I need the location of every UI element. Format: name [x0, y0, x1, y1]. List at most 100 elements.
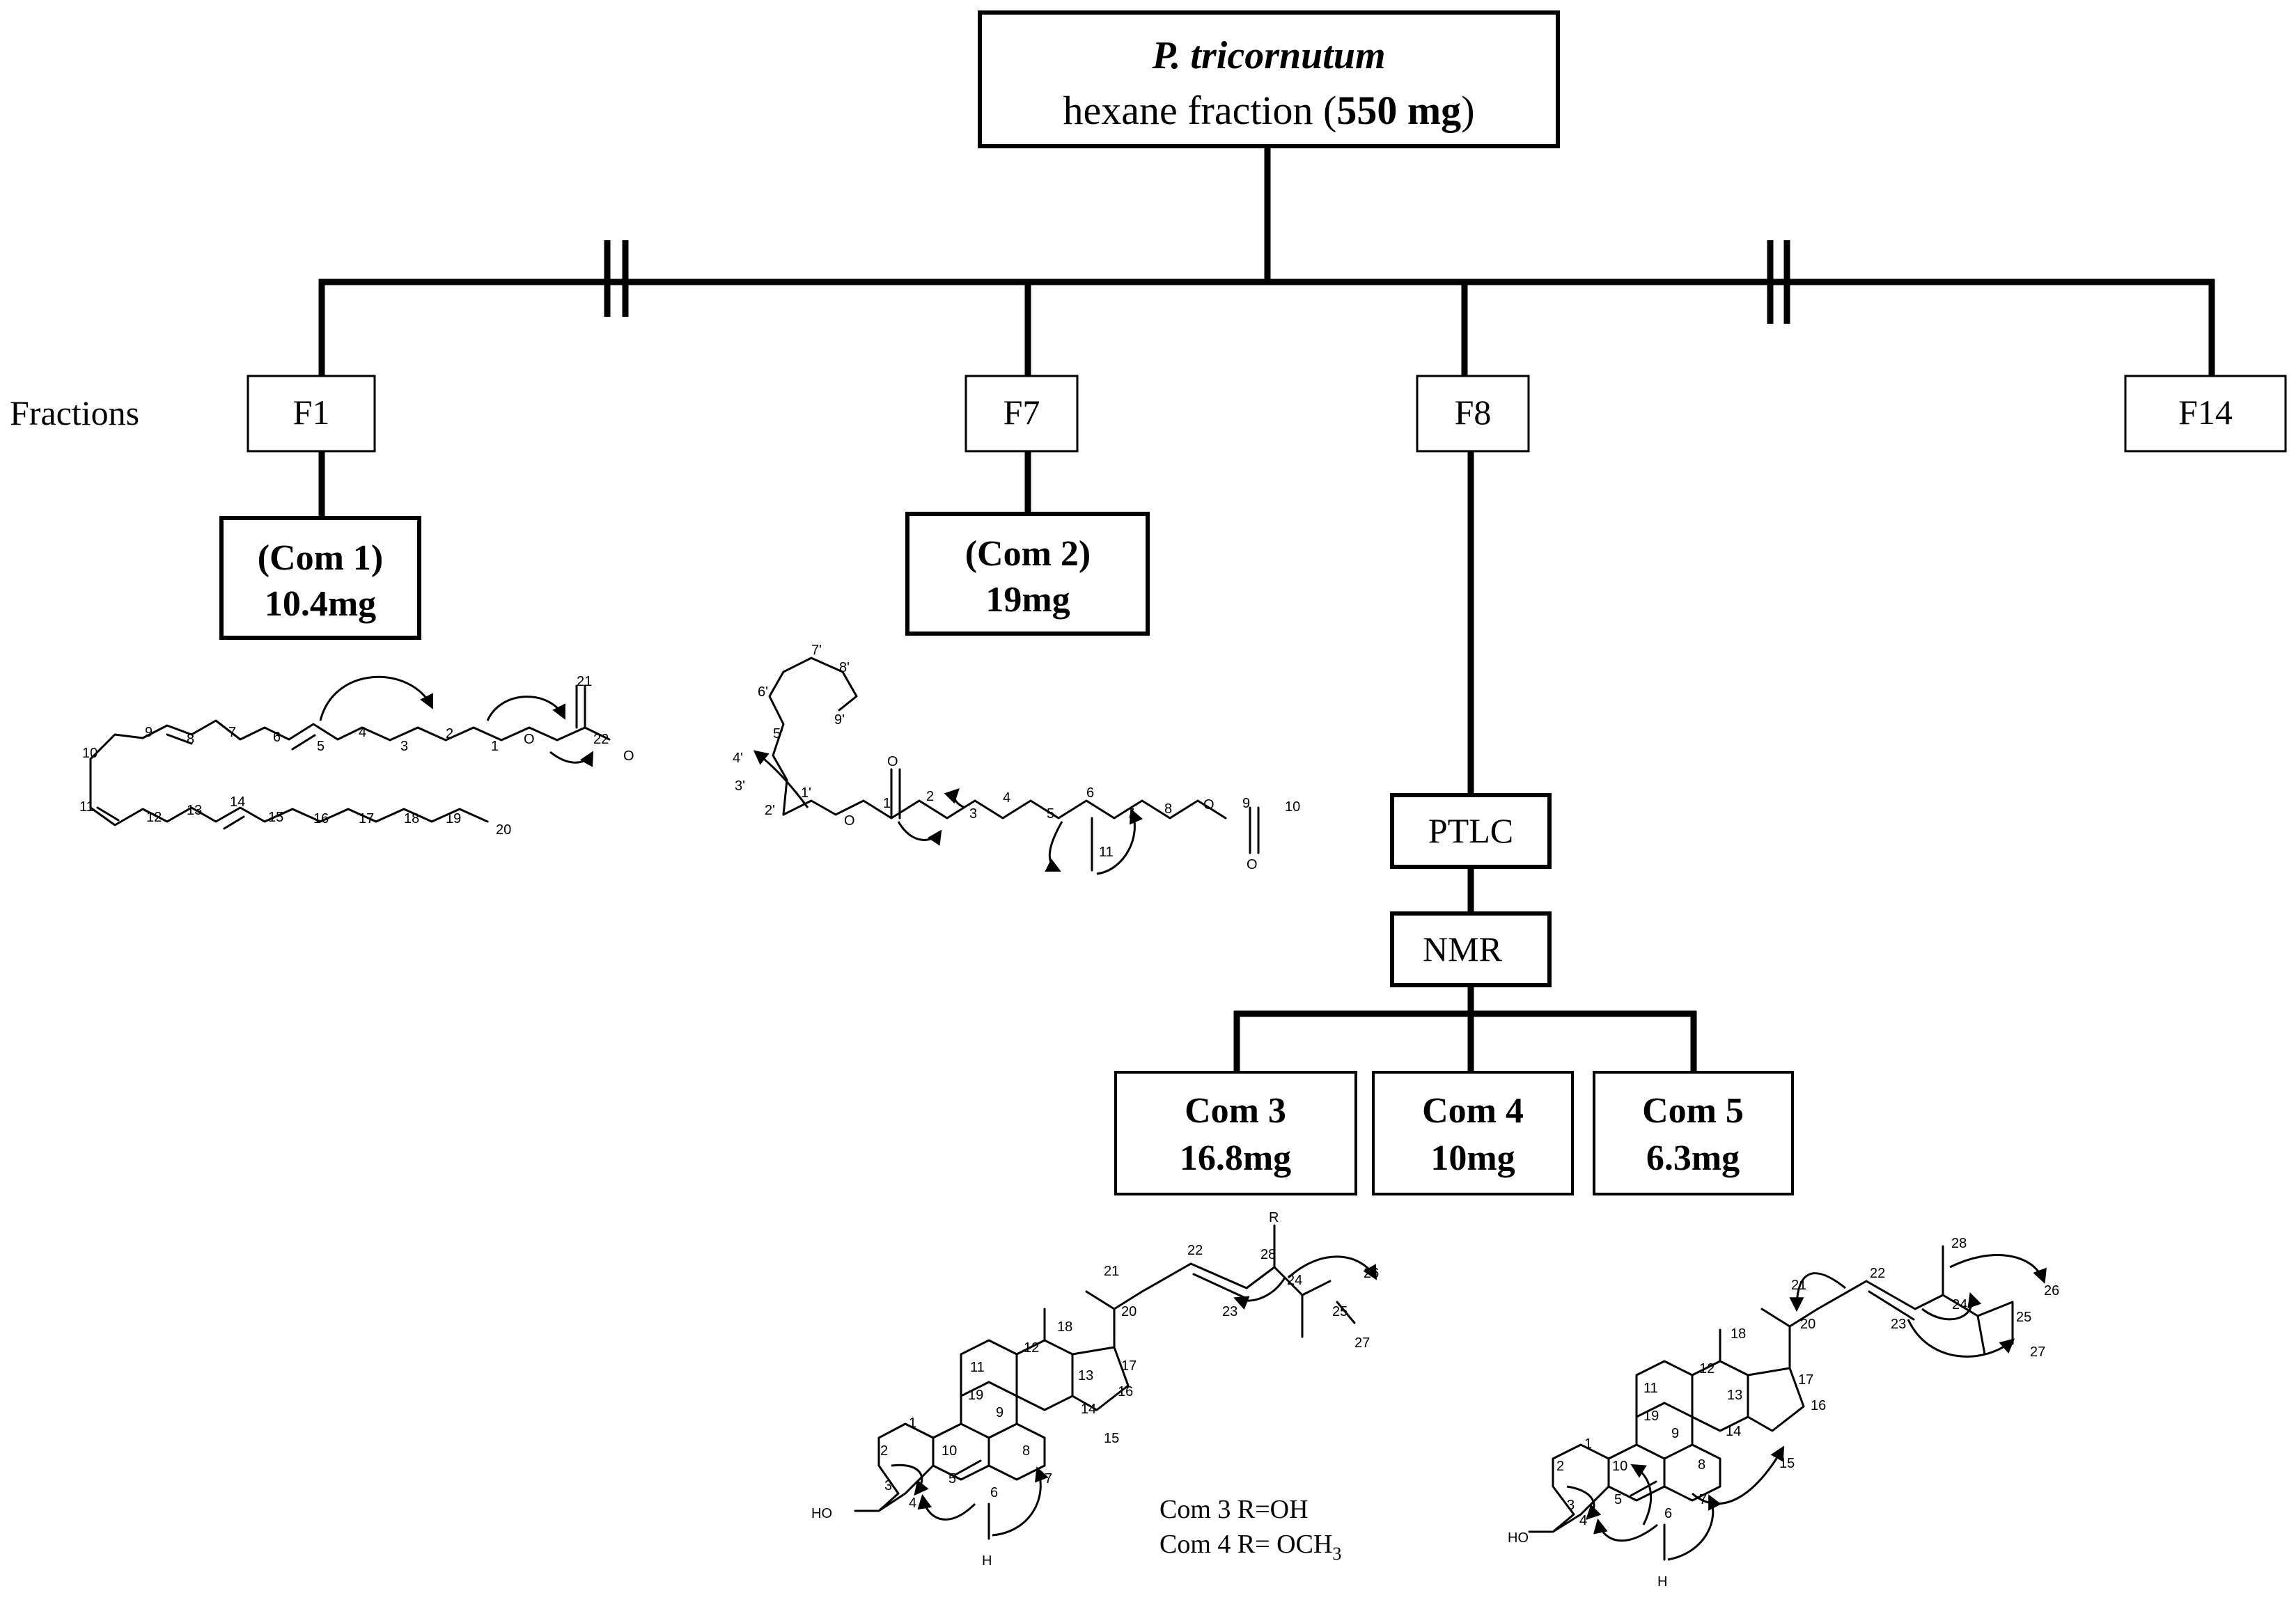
svg-text:(Com 2): (Com 2): [965, 534, 1091, 574]
svg-text:1: 1: [491, 739, 499, 754]
ptlc-step: PTLC: [1390, 793, 1552, 869]
compound-1-atom-labels: 10 9 8 7 6 5 4 3 2 1 O 21 22 O 11 12 13 …: [79, 674, 634, 838]
svg-text:O: O: [524, 732, 535, 747]
svg-text:7': 7': [811, 643, 822, 658]
species-name: P. tricornutum: [1151, 34, 1385, 77]
svg-text:NMR: NMR: [1423, 930, 1503, 968]
svg-text:2': 2': [765, 803, 775, 818]
svg-text:Com 5: Com 5: [1642, 1091, 1744, 1131]
svg-text:R: R: [1269, 1210, 1279, 1225]
svg-text:17: 17: [359, 811, 374, 826]
fraction-f8: F8: [1416, 375, 1530, 453]
svg-text:8': 8': [839, 660, 850, 675]
svg-text:F1: F1: [293, 393, 330, 432]
svg-text:4: 4: [359, 725, 366, 740]
svg-text:14: 14: [1726, 1424, 1741, 1439]
svg-text:6': 6': [758, 684, 768, 700]
compound-4-box: Com 4 10mg: [1372, 1071, 1574, 1195]
svg-text:10.4mg: 10.4mg: [265, 584, 376, 624]
svg-text:O: O: [623, 748, 634, 764]
svg-text:26: 26: [2044, 1283, 2059, 1299]
svg-text:14: 14: [1081, 1402, 1096, 1417]
svg-text:6: 6: [1664, 1506, 1672, 1521]
break-marker-left: [604, 240, 629, 317]
sterol-com3-com4-atom-labels: R 28 21 22 24 26 20 23 25 27 18 17 12 11…: [811, 1210, 1379, 1569]
svg-text:13: 13: [1727, 1388, 1742, 1403]
svg-text:1: 1: [909, 1415, 916, 1431]
svg-text:HO: HO: [1508, 1530, 1529, 1546]
svg-text:7: 7: [228, 725, 236, 740]
svg-text:11: 11: [970, 1360, 985, 1375]
svg-text:8: 8: [187, 732, 194, 747]
fraction-f14: F14: [2124, 375, 2287, 453]
svg-text:5: 5: [317, 739, 325, 754]
svg-text:O: O: [887, 754, 898, 769]
svg-text:O: O: [1247, 857, 1258, 872]
svg-text:25: 25: [2016, 1310, 2031, 1325]
svg-text:2: 2: [446, 726, 453, 742]
svg-text:7: 7: [1045, 1471, 1052, 1487]
svg-text:24: 24: [1287, 1273, 1302, 1288]
fraction-f7: F7: [965, 375, 1079, 453]
svg-text:1: 1: [1584, 1436, 1592, 1452]
fraction-f1: F1: [247, 375, 376, 453]
svg-text:6.3mg: 6.3mg: [1646, 1138, 1740, 1178]
svg-text:24: 24: [1952, 1297, 1967, 1312]
svg-text:23: 23: [1222, 1304, 1237, 1319]
svg-text:F8: F8: [1455, 393, 1492, 432]
svg-text:4: 4: [909, 1496, 916, 1511]
svg-text:19mg: 19mg: [985, 580, 1070, 620]
svg-text:O: O: [844, 813, 855, 829]
svg-text:19: 19: [446, 811, 461, 826]
svg-text:8: 8: [1698, 1457, 1705, 1473]
svg-text:2: 2: [880, 1443, 888, 1459]
svg-text:20: 20: [496, 822, 511, 838]
svg-text:7: 7: [1127, 806, 1134, 822]
svg-text:15: 15: [1104, 1431, 1119, 1446]
svg-text:H: H: [1657, 1574, 1667, 1590]
svg-text:15: 15: [1779, 1456, 1795, 1471]
svg-text:4': 4': [733, 751, 743, 766]
svg-text:3': 3': [735, 778, 745, 794]
svg-text:2: 2: [1556, 1459, 1564, 1474]
svg-text:22: 22: [593, 732, 609, 747]
svg-text:22: 22: [1187, 1243, 1203, 1258]
compound-1-structure: [89, 675, 611, 830]
svg-text:19: 19: [968, 1388, 983, 1403]
svg-text:3: 3: [400, 739, 408, 754]
svg-text:18: 18: [1057, 1319, 1072, 1335]
svg-text:11: 11: [1643, 1381, 1658, 1396]
svg-text:18: 18: [404, 811, 419, 826]
svg-text:5': 5': [773, 726, 783, 742]
svg-text:Com 3 R=OH: Com 3 R=OH: [1159, 1495, 1309, 1524]
svg-text:11: 11: [1099, 845, 1114, 860]
svg-text:Com 4: Com 4: [1422, 1091, 1524, 1131]
svg-text:18: 18: [1731, 1326, 1746, 1342]
svg-text:9': 9': [834, 712, 845, 728]
svg-text:14: 14: [230, 794, 245, 810]
svg-text:12: 12: [1024, 1340, 1039, 1356]
svg-text:27: 27: [1354, 1335, 1370, 1351]
svg-text:10: 10: [82, 746, 97, 761]
svg-text:23: 23: [1891, 1317, 1906, 1332]
svg-text:16: 16: [1811, 1398, 1826, 1413]
svg-text:8: 8: [1164, 801, 1172, 817]
svg-text:9: 9: [996, 1405, 1003, 1420]
svg-text:16.8mg: 16.8mg: [1180, 1138, 1291, 1178]
sterol-com3-com4-structure: [854, 1224, 1377, 1540]
svg-text:10: 10: [1612, 1459, 1627, 1474]
svg-text:27: 27: [2030, 1344, 2045, 1360]
svg-text:22: 22: [1870, 1266, 1885, 1281]
compound-1-box: (Com 1) 10.4mg: [219, 516, 421, 640]
svg-text:F14: F14: [2178, 393, 2233, 432]
svg-text:9: 9: [1242, 796, 1250, 811]
svg-text:4: 4: [1579, 1513, 1587, 1528]
svg-text:1: 1: [883, 796, 891, 811]
svg-text:28: 28: [1260, 1247, 1276, 1262]
svg-text:16: 16: [1118, 1384, 1133, 1399]
svg-text:2: 2: [926, 789, 934, 804]
svg-text:12: 12: [1699, 1361, 1715, 1377]
svg-text:3: 3: [1567, 1498, 1575, 1513]
svg-text:21: 21: [1104, 1264, 1119, 1279]
sterol-com5-structure: [1528, 1245, 2047, 1561]
